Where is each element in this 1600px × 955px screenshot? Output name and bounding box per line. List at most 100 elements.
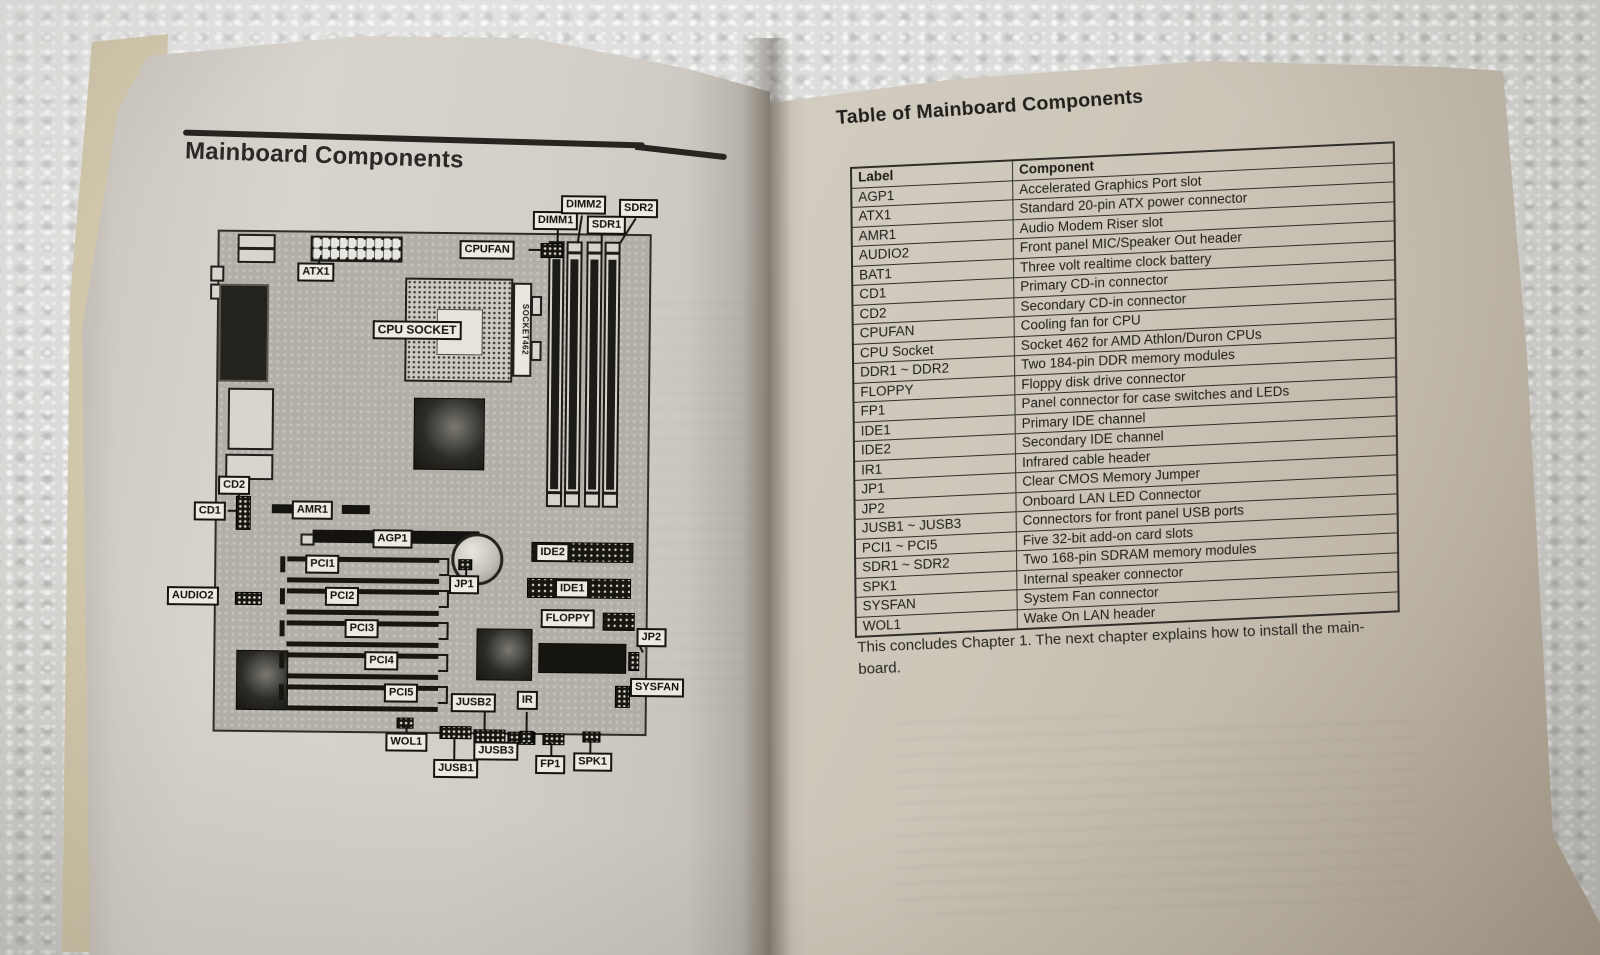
diagram-label-jp1: JP1 bbox=[448, 575, 479, 595]
spk1-connector bbox=[582, 731, 601, 743]
jp1-jumper bbox=[458, 559, 473, 571]
diagram-label-cd2: CD2 bbox=[217, 475, 251, 495]
ir-connector bbox=[519, 730, 534, 743]
io-port bbox=[237, 233, 276, 250]
socket-tab bbox=[530, 340, 542, 362]
diagram-label-dimm2: DIMM2 bbox=[560, 195, 607, 215]
show-through-text bbox=[620, 290, 750, 710]
leader-line bbox=[513, 742, 518, 751]
col-header-label: Label bbox=[851, 160, 1013, 188]
diagram-label-agp1: AGP1 bbox=[372, 529, 413, 549]
amr-slot-right bbox=[341, 504, 370, 515]
closing-paragraph: This concludes Chapter 1. The next chapt… bbox=[857, 615, 1418, 681]
diagram-label-spk1: SPK1 bbox=[573, 752, 613, 772]
dimm1-slot bbox=[545, 241, 565, 508]
jusb3-connector bbox=[507, 731, 536, 745]
pci1-slot bbox=[287, 556, 440, 584]
agp-slot bbox=[312, 529, 480, 545]
northbridge-chip bbox=[413, 397, 486, 471]
leader-line bbox=[453, 737, 456, 760]
leader-line bbox=[317, 254, 323, 265]
leader-line bbox=[528, 248, 543, 252]
pci4-slot bbox=[286, 652, 439, 680]
diagram-label-cpu-socket: CPU SOCKET bbox=[372, 320, 462, 341]
diagram-label-audio2: AUDIO2 bbox=[166, 586, 219, 606]
closing-line-2: board. bbox=[857, 659, 902, 678]
heading-rule bbox=[183, 129, 645, 149]
diagram-label-jusb1: JUSB1 bbox=[433, 758, 479, 779]
leader-line bbox=[600, 233, 603, 246]
diagram-label-pci5: PCI5 bbox=[383, 683, 419, 703]
diagram-label-amr1: AMR1 bbox=[291, 500, 334, 520]
io-tab bbox=[210, 283, 225, 300]
wol1-connector bbox=[396, 717, 414, 729]
diagram-label-floppy: FLOPPY bbox=[540, 609, 595, 629]
sysfan-connector bbox=[614, 685, 631, 708]
diagram-label-cd1: CD1 bbox=[193, 501, 226, 521]
diagram-label-pci2: PCI2 bbox=[324, 586, 360, 607]
right-page: Table of Mainboard Components Label Comp… bbox=[770, 61, 1600, 955]
left-page: Mainboard Components ATX1 CPUFAN bbox=[82, 36, 770, 955]
diagram-label-wol1: WOL1 bbox=[385, 732, 428, 752]
leader-line bbox=[405, 726, 408, 733]
left-page-title: Mainboard Components bbox=[184, 137, 465, 174]
socket-tab bbox=[530, 295, 543, 317]
jusb2-connector bbox=[473, 729, 506, 743]
pci3-slot bbox=[286, 620, 439, 648]
cpu-socket bbox=[404, 277, 514, 383]
diagram-label-dimm1: DIMM1 bbox=[532, 210, 579, 231]
diagram-label-fp1: FP1 bbox=[535, 754, 566, 775]
diagram-label-pci4: PCI4 bbox=[364, 651, 399, 671]
mainboard-diagram: ATX1 CPUFAN DIMM1 DIMM2 SDR1 SDR2 SOCKET… bbox=[166, 187, 713, 803]
leader-line bbox=[550, 743, 553, 756]
diagram-label-cpufan: CPUFAN bbox=[459, 240, 515, 260]
closing-line-1: This concludes Chapter 1. The next chapt… bbox=[857, 618, 1365, 656]
sdr1-slot bbox=[583, 241, 603, 508]
diagram-label-ide1: IDE1 bbox=[554, 579, 590, 599]
fp1-connector bbox=[542, 733, 565, 746]
diagram-label-jp2: JP2 bbox=[636, 628, 667, 648]
cpu-socket-center bbox=[436, 308, 483, 356]
pci5-slot bbox=[285, 684, 439, 712]
leader-line bbox=[237, 493, 241, 500]
leader-line bbox=[525, 711, 528, 731]
leader-line bbox=[227, 509, 236, 512]
corner-chip bbox=[235, 649, 289, 711]
board-outline bbox=[212, 229, 652, 737]
col-header-component: Component bbox=[1012, 142, 1394, 181]
diagram-label-pci1: PCI1 bbox=[305, 554, 340, 574]
pci2-slot bbox=[286, 588, 440, 616]
leader-line bbox=[637, 643, 644, 653]
jp2-jumper bbox=[628, 651, 640, 672]
diagram-label-sysfan: SYSFAN bbox=[629, 677, 685, 698]
show-through-text bbox=[895, 715, 1415, 915]
leader-line bbox=[576, 215, 583, 244]
battery bbox=[451, 533, 504, 586]
leader-line bbox=[589, 740, 592, 753]
io-parallel-port bbox=[218, 283, 270, 383]
diagram-label-atx1: ATX1 bbox=[297, 262, 335, 282]
diagram-label-jusb3: JUSB3 bbox=[473, 741, 519, 761]
leader-line bbox=[556, 229, 559, 244]
diagram-label-ide2: IDE2 bbox=[535, 542, 570, 563]
diagram-label-ir: IR bbox=[516, 690, 538, 710]
dimm2-slot bbox=[563, 241, 583, 508]
